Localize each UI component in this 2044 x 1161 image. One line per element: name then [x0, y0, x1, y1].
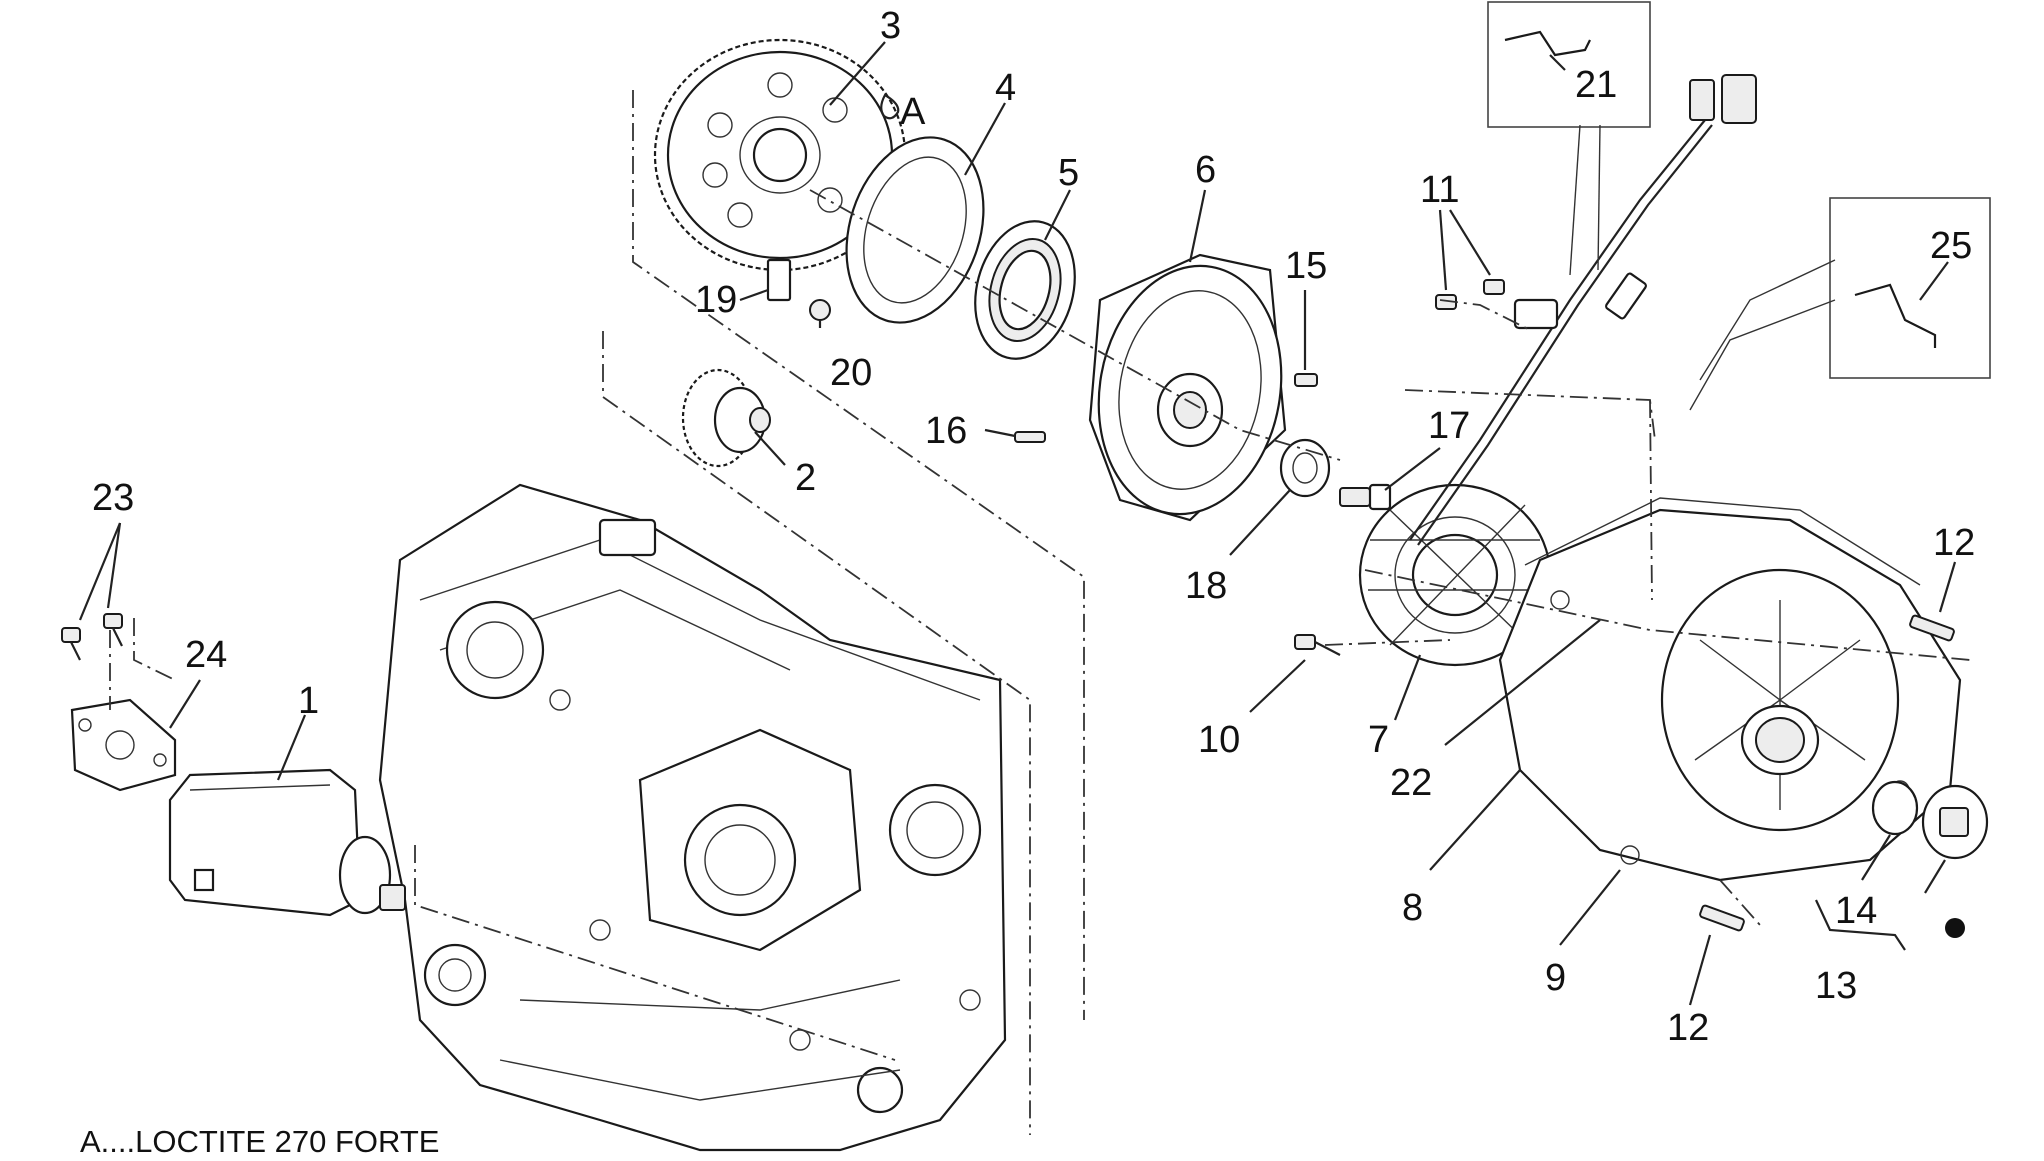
flywheel-bolt — [1339, 483, 1392, 511]
bolt-23-b — [103, 613, 123, 647]
detail-box-21 — [1487, 1, 1651, 276]
callout-12-a: 12 — [1933, 522, 1975, 564]
loctite-footnote: A....LOCTITE 270 FORTE — [80, 1124, 439, 1159]
leader-lines — [78, 41, 1957, 1006]
bolt-23-a — [61, 627, 81, 661]
callout-14: 14 — [1835, 890, 1877, 932]
callout-22: 22 — [1390, 762, 1432, 804]
callout-24: 24 — [185, 634, 227, 676]
lock-plate — [766, 258, 792, 302]
screw-12-a — [1909, 614, 1955, 642]
screw-15 — [1294, 373, 1318, 387]
callout-9: 9 — [1545, 957, 1566, 999]
generator-cover — [1498, 497, 1962, 882]
drive-gear — [681, 368, 771, 468]
cover-plug — [1921, 784, 1989, 938]
screw-12-b — [1699, 904, 1745, 932]
stator — [1358, 483, 1552, 667]
callout-12-b: 12 — [1667, 1007, 1709, 1049]
woodruff-key — [1014, 431, 1046, 443]
callout-10: 10 — [1198, 719, 1240, 761]
engine-crankcase — [378, 483, 1007, 1152]
callout-23: 23 — [92, 477, 134, 519]
callout-6: 6 — [1195, 149, 1216, 191]
callout-21: 21 — [1575, 64, 1617, 106]
o-ring — [1871, 780, 1919, 836]
callout-20: 20 — [830, 352, 872, 394]
callout-7: 7 — [1368, 719, 1389, 761]
washer — [1279, 438, 1331, 498]
callout-15: 15 — [1285, 245, 1327, 287]
starter-motor — [168, 768, 406, 917]
flange-plate — [845, 136, 985, 324]
callout-19: 19 — [695, 279, 737, 321]
callout-1: 1 — [298, 680, 319, 722]
screw-10 — [1294, 634, 1341, 656]
callout-8: 8 — [1402, 887, 1423, 929]
nut-20 — [809, 299, 831, 321]
callout-5: 5 — [1058, 152, 1079, 194]
callout-17: 17 — [1428, 405, 1470, 447]
starter-ring-gear — [653, 38, 907, 272]
wiring-harness — [1409, 74, 1757, 546]
screw-11-b — [1483, 279, 1505, 295]
loctite-marker: A — [900, 91, 926, 133]
callout-numbers: 1 2 3 4 5 6 7 8 9 10 11 12 12 13 14 15 1… — [92, 5, 1975, 1049]
callout-25: 25 — [1930, 225, 1972, 267]
callout-4: 4 — [995, 67, 1016, 109]
callout-3: 3 — [880, 5, 901, 47]
callout-2: 2 — [795, 457, 816, 499]
callout-13: 13 — [1815, 965, 1857, 1007]
loctite-drop-icon — [880, 93, 900, 120]
callout-16: 16 — [925, 410, 967, 452]
assembly-lines — [109, 90, 1971, 1135]
callout-11: 11 — [1420, 169, 1459, 211]
flywheel-rotor — [1088, 253, 1287, 522]
detail-box-25 — [1689, 197, 1991, 411]
callout-18: 18 — [1185, 565, 1227, 607]
starter-bracket — [70, 698, 177, 792]
